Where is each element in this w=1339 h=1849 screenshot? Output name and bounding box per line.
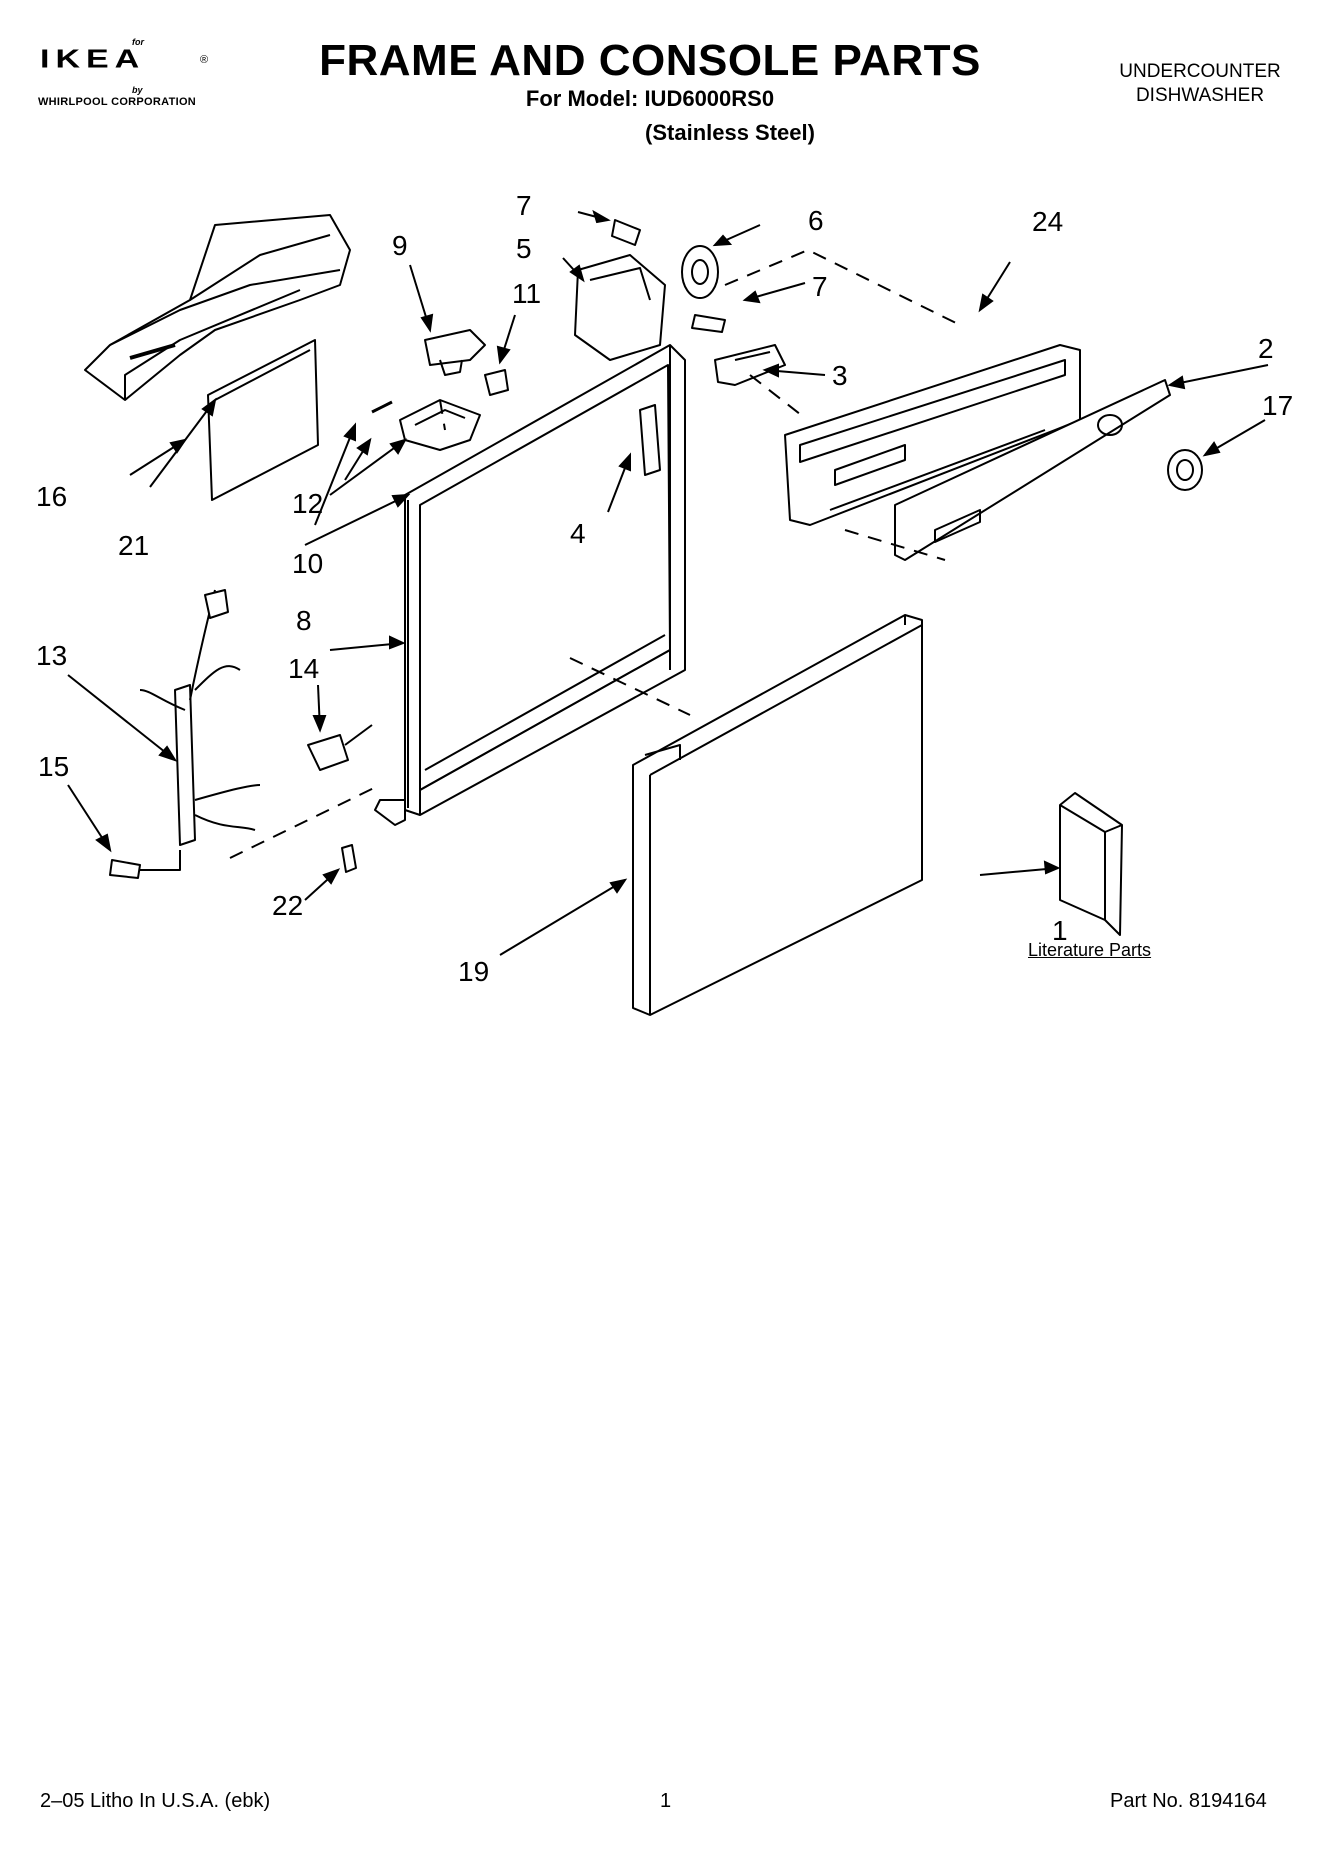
part-21-pad xyxy=(207,339,319,501)
part-7-screw-mid xyxy=(691,314,726,333)
page-title: FRAME AND CONSOLE PARTS xyxy=(319,36,981,85)
registered-mark: ® xyxy=(200,54,209,66)
part-number: Part No. 8194164 xyxy=(1110,1790,1267,1812)
callout-14: 14 xyxy=(288,653,320,684)
callout-1: 1 xyxy=(1052,915,1068,946)
logo-by-text: by xyxy=(132,85,143,95)
part-10-holder xyxy=(399,399,481,451)
product-line-1: UNDERCOUNTER xyxy=(1119,61,1281,82)
callout-11: 11 xyxy=(512,278,542,309)
whirlpool-corporation-text: WHIRLPOOL CORPORATION xyxy=(38,96,197,108)
page-number: 1 xyxy=(660,1790,672,1812)
callout-21: 21 xyxy=(118,530,150,561)
part-4-latch xyxy=(639,404,661,476)
part-16-housing xyxy=(84,214,351,401)
part-19-panel xyxy=(632,614,923,1016)
part-11-switch xyxy=(484,369,509,396)
callout-8: 8 xyxy=(296,605,312,636)
part-24-console xyxy=(784,344,1081,526)
model-number: For Model: IUD6000RS0 xyxy=(525,86,775,111)
part-2-panel xyxy=(894,379,1171,561)
callout-17: 17 xyxy=(1262,390,1294,421)
ikea-logo: IKEA xyxy=(40,45,146,74)
part-8-frame xyxy=(374,344,686,826)
callout-7-top: 7 xyxy=(516,190,532,221)
literature-parts-label: Literature Parts xyxy=(1028,940,1152,960)
callout-10: 10 xyxy=(292,548,324,579)
callout-12: 12 xyxy=(292,488,324,519)
part-12-pin xyxy=(371,400,393,414)
part-7-screw-top xyxy=(611,219,641,246)
callout-7-mid: 7 xyxy=(812,271,828,302)
product-line-2: DISHWASHER xyxy=(1135,85,1265,106)
part-5-timer xyxy=(574,254,666,361)
callout-5: 5 xyxy=(516,233,532,264)
callout-4: 4 xyxy=(570,518,586,549)
part-3-bracket xyxy=(714,344,786,386)
part-22-clip xyxy=(341,844,357,873)
part-6-cam xyxy=(681,245,719,299)
callout-6: 6 xyxy=(808,205,824,236)
callout-16: 16 xyxy=(36,481,68,512)
part-1-literature xyxy=(1059,792,1123,936)
footer-print-info: 2–05 Litho In U.S.A. (ebk) xyxy=(40,1790,271,1812)
callout-2: 2 xyxy=(1258,333,1274,364)
callout-15: 15 xyxy=(38,751,70,782)
callout-13: 13 xyxy=(36,640,68,671)
callout-22: 22 xyxy=(272,890,304,921)
part-13-harness xyxy=(139,589,261,846)
product-type: UNDERCOUNTER DISHWASHER xyxy=(1080,60,1320,108)
model-variant: (Stainless Steel) xyxy=(645,120,815,145)
callout-3: 3 xyxy=(832,360,848,391)
callout-24: 24 xyxy=(1032,206,1064,237)
part-14-switch xyxy=(307,734,349,771)
callout-19: 19 xyxy=(458,956,490,987)
part-17-knob xyxy=(1167,449,1203,491)
callout-9: 9 xyxy=(392,230,408,261)
part-15-screw xyxy=(109,859,141,879)
part-9-bracket xyxy=(424,329,486,366)
logo-for-text: for xyxy=(132,37,144,47)
